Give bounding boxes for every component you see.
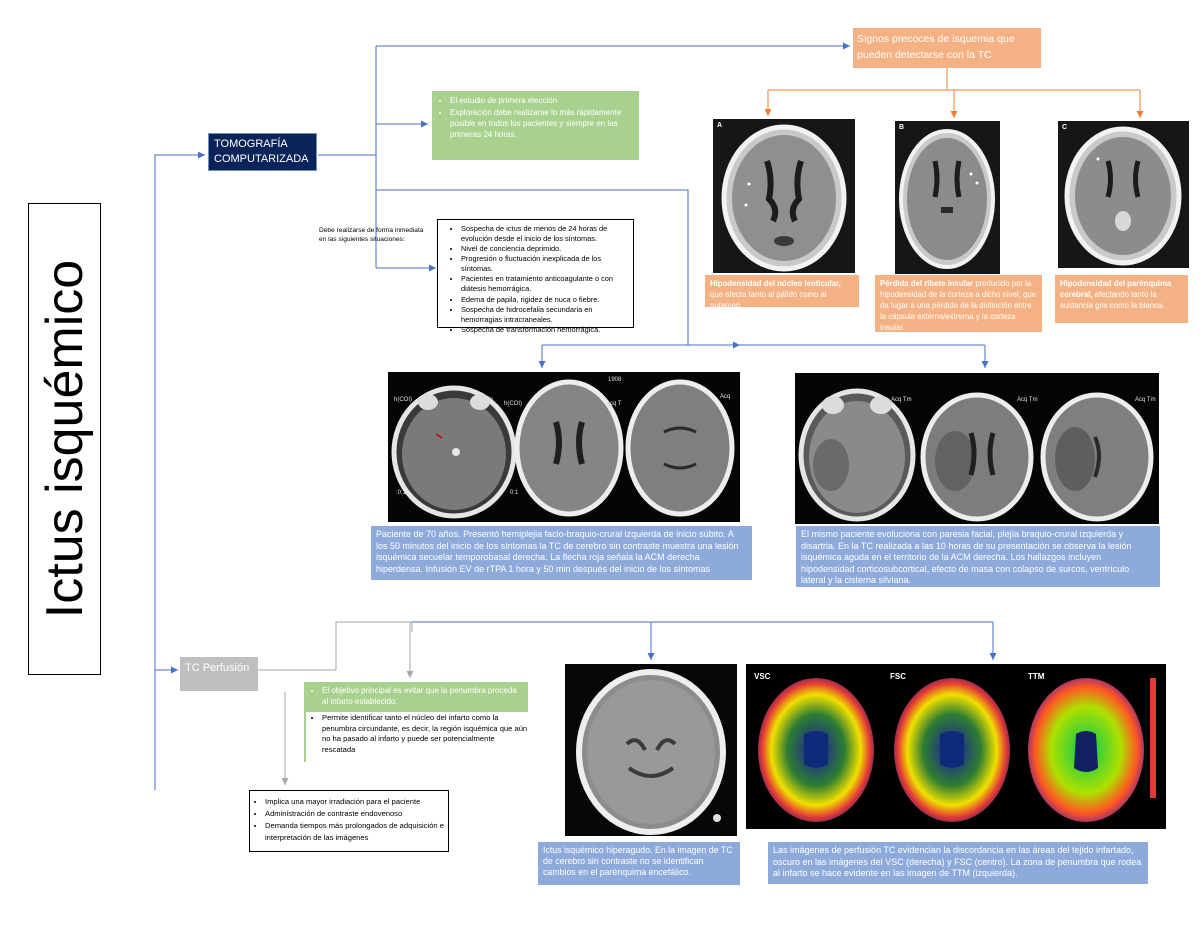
perfusion-map-caption: Las imágenes de perfusión TC evidencian … (768, 842, 1148, 884)
perfusion-advantage-frame: Permite identificar tanto el núcleo del … (304, 710, 530, 762)
ct-label-line1: TOMOGRAFÍA (214, 138, 288, 150)
case1-caption: Paciente de 70 años. Presentó hemiplejia… (371, 526, 752, 580)
case2-ct-strip: Acq Tm Acq Tm Acq Tm (795, 373, 1159, 524)
brain-scan-a (721, 124, 847, 272)
case1-brain-scans (391, 379, 735, 519)
main-title-box: Ictus isquémico (28, 203, 101, 675)
sign-caption-c-bold: Hipodensidad del parénquima cerebral, (1060, 279, 1172, 299)
sign-caption-a: Hipodensidad del núcleo lenticular, que … (705, 275, 859, 310)
ct-image-c: C (1058, 121, 1189, 268)
case2-overlay: Acq Tm (891, 397, 912, 403)
situations-box: Sospecha de ictus de menos de 24 horas d… (437, 219, 634, 334)
case1-overlay: Acq Tn (474, 397, 493, 403)
disadvantage-item: Implica una mayor irradiación para el pa… (265, 796, 445, 808)
sign-caption-c-text: afectando tanto la sustancia gris como l… (1060, 290, 1165, 310)
image-letter-c: C (1062, 124, 1068, 131)
main-title: Ictus isquémico (35, 259, 94, 619)
situation-item: Edema de papila, rigidez de nuca o fiebr… (461, 295, 630, 305)
case1-overlay: Acq T (606, 401, 622, 407)
perfusion-objective: El objetivo principal es evitar que la p… (322, 685, 524, 707)
sign-caption-b-text: producido por la hipodensidad de la cort… (880, 279, 1037, 332)
hyperacute-ct-image (565, 664, 737, 836)
ct-image-b: B (895, 121, 1000, 274)
perfusion-objective-box: El objetivo principal es evitar que la p… (304, 682, 528, 710)
disadvantage-item: Demanda tiempos más prolongados de adqui… (265, 820, 445, 843)
sign-caption-a-text: que afecta tanto al pálido como al putam… (710, 290, 827, 310)
perfusion-advantage: Permite identificar tanto el núcleo del … (322, 713, 528, 755)
ct-features-box: El estudio de primera elección Exploraci… (432, 91, 639, 160)
situation-item: Sospecha de transformación hemorrágica. (461, 325, 630, 335)
perfusion-label-box: TC Perfusión (180, 657, 258, 691)
ct-feature-item: Exploración debe realizarse lo más rápid… (450, 107, 635, 140)
hyperacute-caption: Ictus isquémico hiperagudo. En la imagen… (538, 842, 740, 885)
disadvantage-item: Administración de contraste endovenoso (265, 808, 445, 820)
situation-item: Nivel de conciencia deprimido. (461, 244, 630, 254)
immediate-label: Debe realizarse de forma inmediata en la… (319, 227, 424, 243)
case1-ct-strip: h(COI) Acq Tn h(COI) Acq T Acq 1908 :0:1… (388, 372, 740, 522)
case2-overlay: Acq Tm (1017, 397, 1038, 403)
ct-label-line2: COMPUTARIZADA (214, 153, 309, 165)
ct-label-box: TOMOGRAFÍA COMPUTARIZADA (208, 133, 317, 171)
ct-image-a: A (713, 119, 855, 273)
case1-overlay: 1908 (608, 377, 622, 383)
situation-item: Sospecha de hidrocefalia secundaria en h… (461, 305, 630, 325)
perfusion-maps: VSC FSC TTM (746, 664, 1166, 829)
map-label-ttm: TTM (1028, 672, 1045, 681)
case2-brain-scans (798, 388, 1154, 522)
brain-scan-c (1064, 126, 1182, 266)
image-letter-b: B (899, 124, 905, 131)
case1-overlay: h(COI) (504, 401, 522, 407)
case1-overlay: :0:1 (396, 490, 407, 496)
situation-item: Sospecha de ictus de menos de 24 horas d… (461, 224, 630, 244)
ct-feature-item: El estudio de primera elección (450, 95, 635, 106)
case2-caption: El mismo paciente evoluciona con paresia… (796, 526, 1160, 587)
perfusion-disadvantages-box: Implica una mayor irradiación para el pa… (249, 790, 449, 852)
perfusion-map-images (758, 678, 1156, 822)
case1-overlay: Acq (720, 394, 731, 400)
map-label-vsc: VSC (754, 672, 771, 681)
early-signs-title: Signos precoces de isquemia que pueden d… (853, 28, 1041, 68)
map-label-fsc: FSC (890, 672, 906, 681)
case1-overlay: h(COI) (394, 397, 412, 403)
perfusion-advantage-box: Permite identificar tanto el núcleo del … (306, 712, 530, 762)
sign-caption-b-bold: Pérdida del ribete insular (880, 279, 974, 288)
situation-item: Pacientes en tratamiento anticoagulante … (461, 274, 630, 294)
hyperacute-brain-scan (576, 669, 726, 835)
sign-caption-a-bold: Hipodensidad del núcleo lenticular, (710, 279, 841, 288)
sign-caption-c: Hipodensidad del parénquima cerebral, af… (1055, 275, 1188, 323)
sign-caption-b: Pérdida del ribete insular producido por… (875, 275, 1042, 332)
case1-overlay: 0:1 (510, 490, 519, 496)
situation-item: Progresión o fluctuación inexplicada de … (461, 254, 630, 274)
case2-overlay: Acq Tm (1135, 397, 1156, 403)
brain-scan-b (899, 129, 995, 269)
image-letter-a: A (717, 122, 723, 129)
